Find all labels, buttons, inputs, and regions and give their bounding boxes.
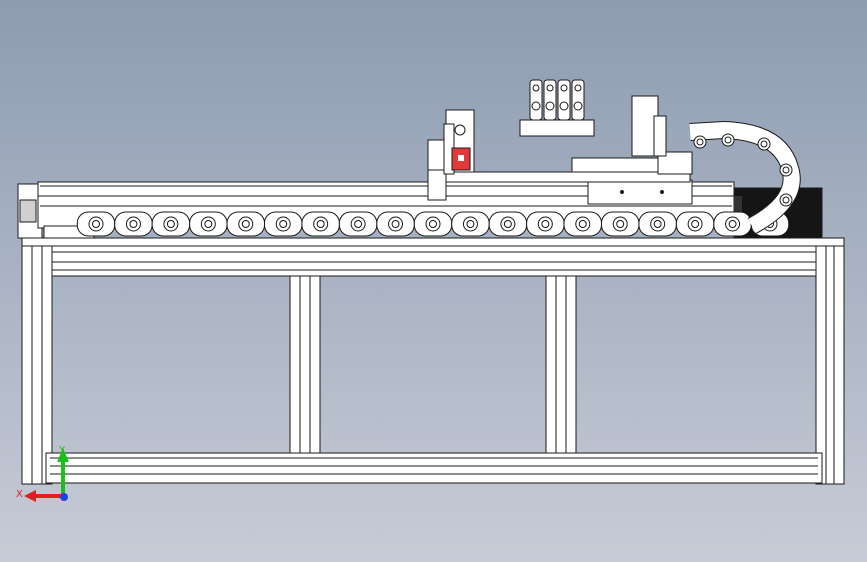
chain-link [713,211,752,237]
chain-link [563,211,602,237]
frame-right-leg [815,245,845,485]
coordinate-triad: Y X [16,445,69,502]
chain-link [264,211,303,237]
frame-middle-post-left [289,275,321,454]
gripper-finger [543,79,557,121]
chain-link [151,211,191,237]
cable-chain [76,211,790,237]
frame-middle-post-right [545,275,577,454]
axis-carriage [587,179,693,205]
x-axis-label: X [16,489,23,500]
chain-link [638,211,677,237]
chain-link [488,211,528,237]
gripper-finger [557,79,571,121]
chain-link [189,211,228,237]
cable-chain-bend [689,120,801,234]
y-axis-label: Y [58,445,66,456]
chain-link [114,211,153,237]
chain-link [338,211,378,237]
frame-top-plate [21,237,845,247]
frame-left-leg [21,245,53,485]
aluminum-frame [21,237,845,485]
chain-link [675,211,715,237]
gripper-mount [519,119,595,137]
z-axis-dot-icon [60,493,68,501]
gantry-arm [427,95,693,201]
gantry-horizontal-arm [445,171,691,183]
gripper-finger [571,79,585,121]
chain-link [376,211,415,237]
gripper-finger [529,79,543,121]
gripper-head [519,79,595,137]
chain-link [413,211,453,237]
chain-link [601,211,640,237]
chain-link [526,211,565,237]
chain-link [301,211,340,237]
chain-link [451,211,490,237]
chain-link [76,211,116,237]
chain-link [226,211,265,237]
frame-upper-rail [45,245,823,277]
